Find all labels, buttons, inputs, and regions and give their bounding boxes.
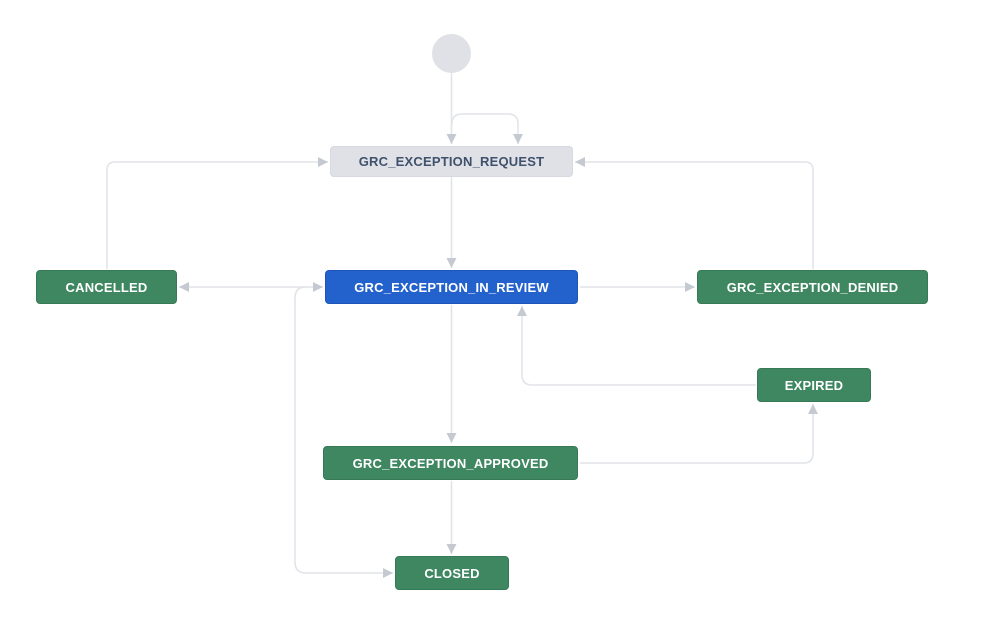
status-node-grc-exception-approved[interactable]: GRC_EXCEPTION_APPROVED	[323, 446, 578, 480]
status-label: GRC_EXCEPTION_APPROVED	[352, 455, 549, 471]
edge-denied-to-request[interactable]	[575, 157, 814, 269]
status-node-closed[interactable]: CLOSED	[395, 556, 509, 590]
edge-approved-to-expired[interactable]	[580, 404, 818, 464]
status-label: EXPIRED	[784, 377, 844, 393]
status-label: CANCELLED	[65, 279, 148, 295]
status-node-grc-exception-denied[interactable]: GRC_EXCEPTION_DENIED	[697, 270, 928, 304]
start-node[interactable]	[432, 34, 471, 73]
status-label: GRC_EXCEPTION_REQUEST	[358, 154, 545, 169]
status-node-grc-exception-in-review[interactable]: GRC_EXCEPTION_IN_REVIEW	[325, 270, 578, 304]
status-label: CLOSED	[424, 565, 480, 581]
status-node-expired[interactable]: EXPIRED	[757, 368, 871, 402]
status-label: GRC_EXCEPTION_DENIED	[726, 279, 899, 295]
status-node-grc-exception-request[interactable]: GRC_EXCEPTION_REQUEST	[330, 146, 573, 177]
status-node-cancelled[interactable]: CANCELLED	[36, 270, 177, 304]
edge-start-branch-to-request[interactable]	[450, 113, 523, 144]
edge-in-review-to-closed[interactable]	[294, 286, 393, 578]
edge-expired-to-in-review[interactable]	[517, 306, 756, 386]
edge-cancelled-to-request[interactable]	[106, 157, 328, 269]
status-label: GRC_EXCEPTION_IN_REVIEW	[354, 279, 549, 295]
